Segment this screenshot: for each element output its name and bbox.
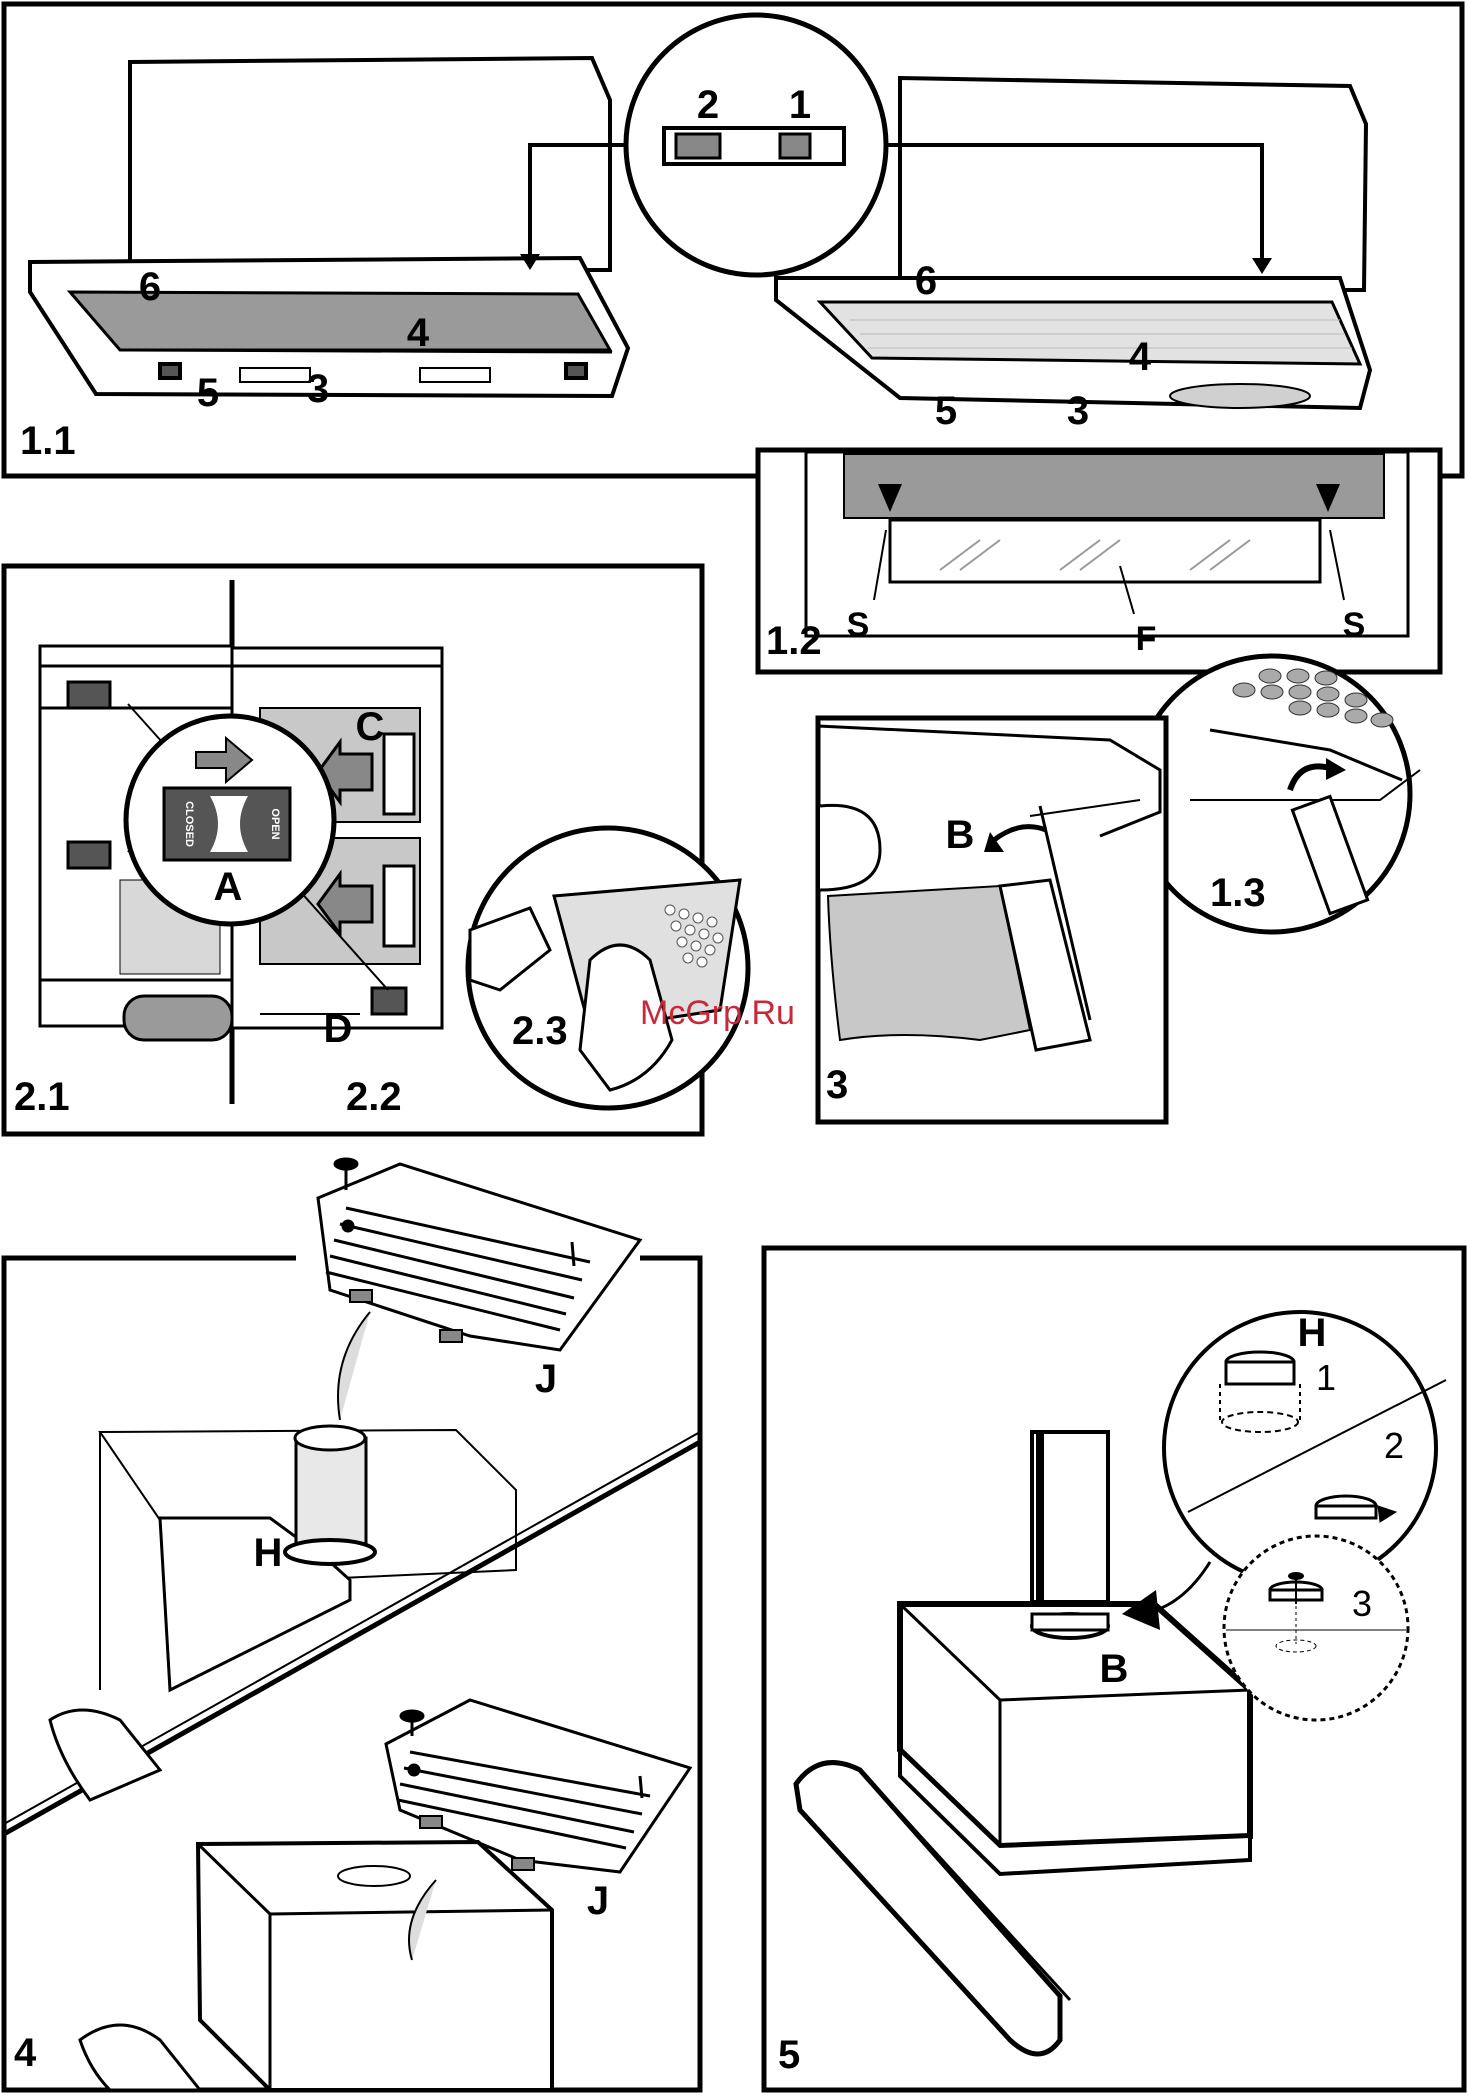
switch-open-label: OPEN (269, 808, 281, 839)
figure-4-label: 4 (14, 2031, 37, 2075)
part-4-label-left: 4 (407, 311, 430, 355)
figure-3-label: 3 (826, 1063, 848, 1107)
switch-closed-label: CLOSED (183, 801, 195, 847)
part-J-label-lower: J (587, 1879, 609, 1923)
switch-position-1-label: 1 (789, 83, 811, 127)
figure-1-1: 2 1 6 4 5 3 6 4 5 3 1.1 (4, 4, 1462, 476)
figure-2-2-label: 2.2 (346, 1075, 402, 1119)
figure-2-3-label: 2.3 (512, 1009, 568, 1053)
figure-2-1-label: 2.1 (14, 1075, 70, 1119)
part-C-label: C (356, 705, 385, 749)
step-2-label: 2 (1384, 1425, 1404, 1466)
figure-2: CLOSED OPEN A C D 2.1 2.2 2.3 (4, 566, 748, 1134)
part-B-label-fig3: B (946, 813, 975, 857)
figure-2-3-detail: 2.3 (468, 828, 748, 1108)
hood-open-hole (80, 1842, 552, 2090)
step-3-label: 3 (1352, 1583, 1372, 1624)
part-A-label: A (214, 865, 243, 909)
part-S-label-left: S (847, 606, 870, 644)
part-H-label-fig5: H (1298, 1311, 1327, 1355)
figure-1-1-label: 1.1 (20, 419, 76, 463)
part-S-label-right: S (1343, 606, 1366, 644)
figure-1-3-label: 1.3 (1210, 871, 1266, 915)
figure-1-2-label: 1.2 (766, 619, 822, 663)
part-D-label: D (324, 1007, 353, 1051)
part-6-label-left: 6 (139, 265, 161, 309)
part-3-label-left: 3 (307, 367, 329, 411)
figure-1-3: 1.3 (1134, 656, 1420, 932)
switch-position-2-label: 2 (697, 83, 719, 127)
part-3-label-right: 3 (1067, 389, 1089, 433)
screw-fixing-detail (1224, 1536, 1408, 1720)
figure-3: B 3 (818, 718, 1166, 1122)
watermark-text: McGrp.Ru (640, 994, 795, 1032)
part-5-label-right: 5 (935, 389, 957, 433)
part-6-label-right: 6 (915, 259, 937, 303)
figure-1-2: S S F 1.2 (758, 450, 1440, 672)
part-B-label-fig5: B (1100, 1647, 1129, 1691)
left-hood-drawing (30, 58, 628, 396)
figure-4: J H J (4, 1158, 700, 2090)
part-J-label-upper: J (535, 1357, 557, 1401)
step-1-label: 1 (1316, 1357, 1336, 1398)
part-5-label-left: 5 (197, 371, 219, 415)
part-F-label: F (1136, 620, 1157, 658)
figure-5-label: 5 (778, 2033, 800, 2077)
part-4-label-right: 4 (1129, 335, 1152, 379)
figure-5: B H 1 2 (764, 1248, 1464, 2090)
part-H-label-fig4: H (254, 1531, 283, 1575)
